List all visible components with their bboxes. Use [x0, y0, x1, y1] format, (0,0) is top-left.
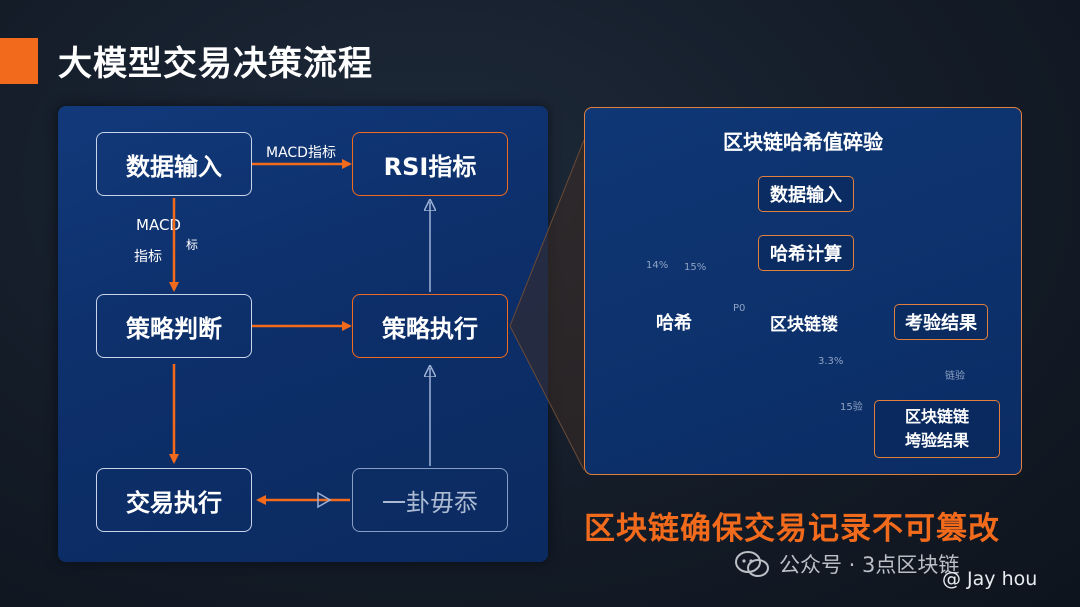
rp-verify-result-2-label: 垮验结果	[905, 431, 970, 450]
trade-execution-box: 交易执行	[96, 468, 252, 532]
strategy-execution-box: 策略执行	[352, 294, 508, 358]
rp-hash-calc-box: 哈希计算	[758, 235, 854, 271]
wechat-icon	[735, 551, 769, 577]
blockchain-panel-title: 区块链哈希值碎验	[723, 130, 883, 154]
macd-vertical-label-2: 指标	[134, 249, 162, 265]
note-verify: 链验	[945, 371, 965, 382]
rp-diamond-blockchain-label: 区块链镂	[770, 315, 838, 335]
rp-chainlink-label: 区块链链	[905, 407, 970, 426]
rp-data-input-box: 数据输入	[758, 176, 854, 212]
garbled-box: 一卦毋忝	[352, 468, 508, 532]
rp-diamond-hash-label: 哈希	[656, 313, 692, 334]
strategy-judgement-box: 策略判断	[96, 294, 252, 358]
macd-vertical-label-3: 标	[186, 238, 199, 252]
note-15b: 15验	[840, 402, 863, 413]
note-14: 14%	[646, 260, 669, 271]
macd-edge-label: MACD指标	[266, 145, 336, 161]
page-title: 大模型交易决策流程	[58, 44, 373, 84]
watermark-text: 公众号 · 3点区块链	[779, 553, 960, 577]
watermark-sub: @ Jay hou	[942, 568, 1038, 590]
macd-vertical-label-1: MACD	[136, 216, 181, 234]
note-15: 15%	[684, 262, 707, 273]
note-3pct: 3.3%	[818, 356, 844, 367]
title-accent-bar	[0, 38, 38, 84]
rp-verify-result-box: 考验结果	[894, 304, 988, 340]
rp-chainlink-box: 区块链链 垮验结果	[874, 400, 1000, 458]
watermark: 公众号 · 3点区块链	[735, 549, 959, 579]
rsi-indicator-box: RSI指标	[352, 132, 508, 196]
note-p0: P0	[733, 303, 746, 314]
data-input-box: 数据输入	[96, 132, 252, 196]
blockchain-caption: 区块链确保交易记录不可篡改	[584, 511, 1000, 547]
trading-flow-panel: 数据输入 RSI指标 策略判断 策略执行 交易执行 一卦毋忝 MACD指标 MA…	[58, 106, 548, 562]
